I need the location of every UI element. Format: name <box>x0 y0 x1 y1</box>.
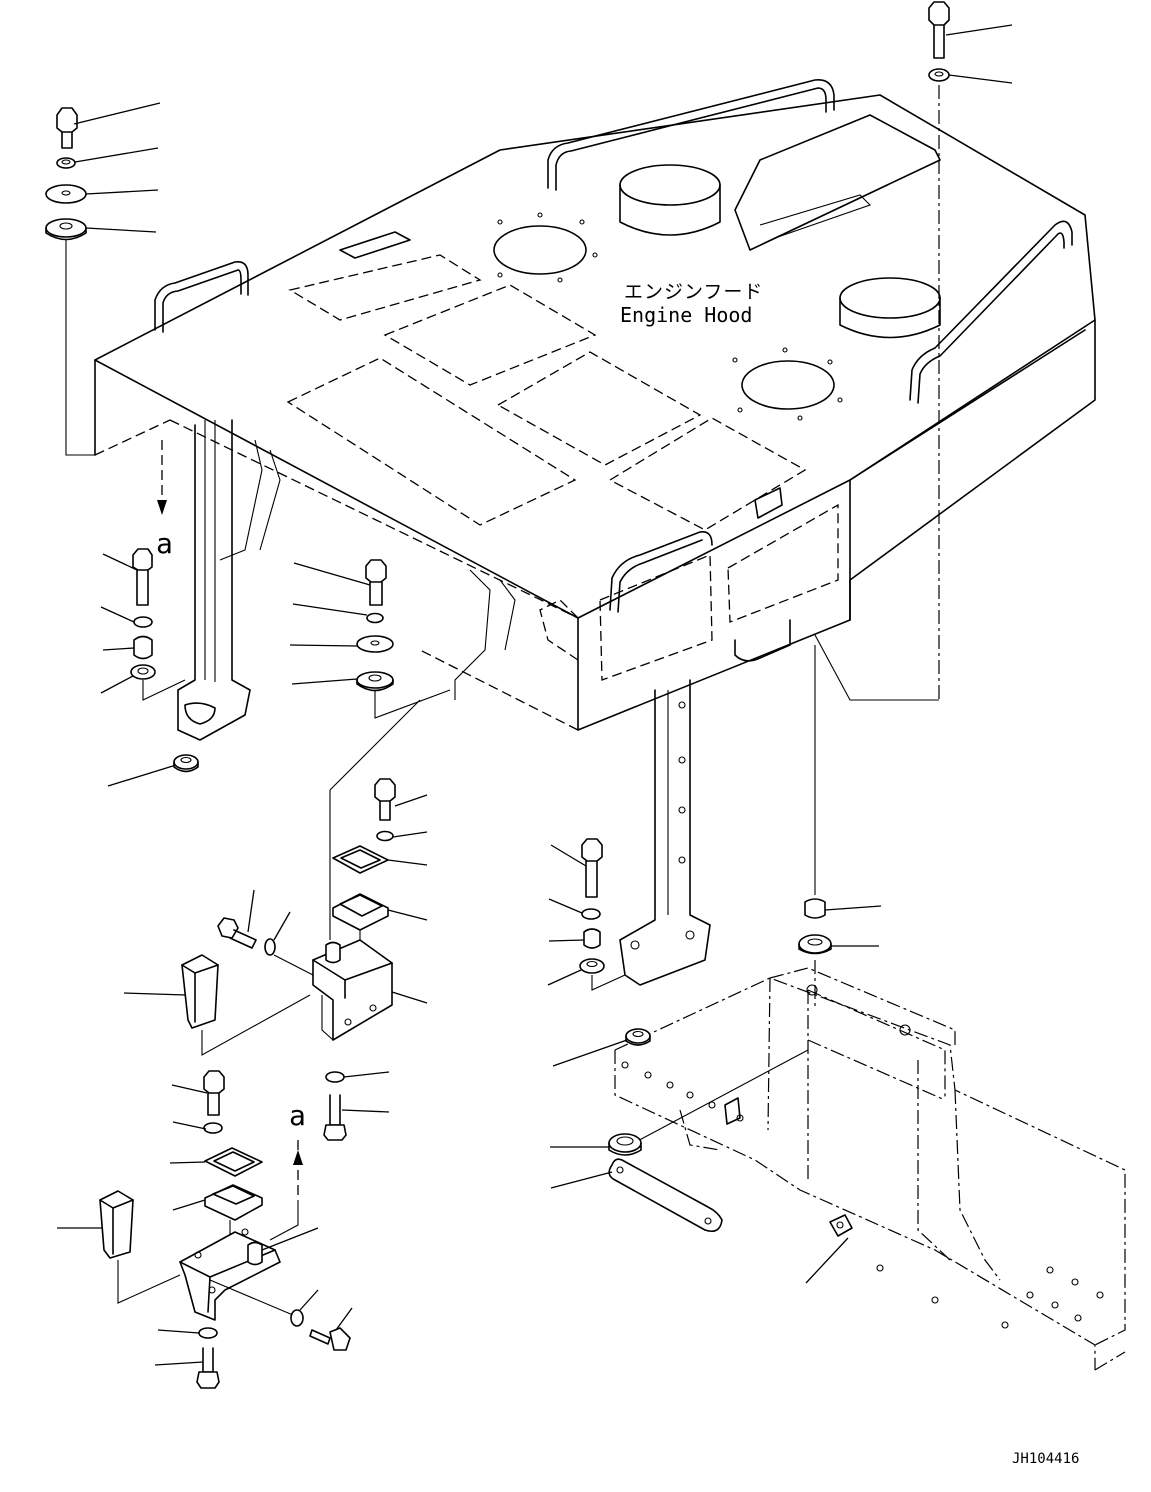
engine-hood-assembly <box>94 78 1096 731</box>
center-support-column <box>454 569 711 986</box>
hardware-center <box>547 838 651 1067</box>
hardware-lower-mount-left <box>57 1070 353 1389</box>
hardware-top-right <box>814 1 1013 701</box>
support-frame <box>614 967 1126 1371</box>
hardware-right <box>550 645 882 1284</box>
view-mark-a-upper: a <box>156 527 173 560</box>
hardware-top-left <box>45 102 167 515</box>
drawing-number: JH104416 <box>1012 1451 1079 1467</box>
hardware-upper-mount-left <box>123 699 428 1141</box>
left-support-column <box>177 419 281 741</box>
hardware-mid <box>289 559 451 719</box>
view-mark-a-lower: a <box>289 1099 306 1132</box>
engine-hood-title-jp: エンジンフード <box>624 281 763 303</box>
engine-hood-title-en: Engine Hood <box>620 303 752 327</box>
hardware-left-mount <box>100 548 199 787</box>
